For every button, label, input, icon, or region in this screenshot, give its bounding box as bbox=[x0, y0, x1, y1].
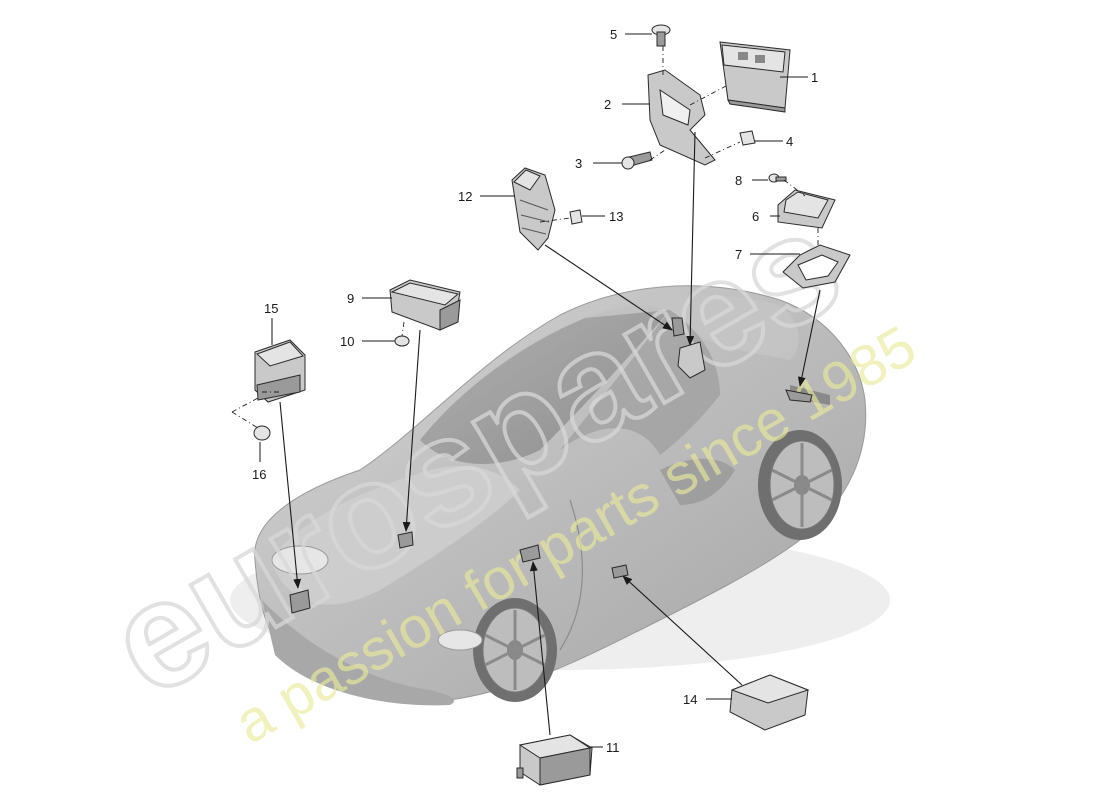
callout-15: 15 bbox=[264, 301, 278, 316]
callout-labels: 1 2 3 4 5 6 7 8 9 10 11 12 13 14 15 16 bbox=[252, 27, 818, 755]
car-front-bumper bbox=[262, 600, 454, 706]
part-8-screw bbox=[768, 173, 787, 183]
callout-8: 8 bbox=[735, 173, 742, 188]
callout-4: 4 bbox=[786, 134, 793, 149]
callout-1: 1 bbox=[811, 70, 818, 85]
part-7-frame bbox=[782, 244, 851, 289]
installed-parts bbox=[289, 317, 813, 614]
car-windshield bbox=[420, 305, 670, 464]
callout-9: 9 bbox=[347, 291, 354, 306]
front-wheel bbox=[473, 598, 557, 702]
part-16-grommet bbox=[253, 425, 271, 441]
part-15-module bbox=[254, 339, 306, 403]
car-side-intake bbox=[660, 458, 735, 505]
callout-16: 16 bbox=[252, 467, 266, 482]
callout-7: 7 bbox=[735, 247, 742, 262]
car-headlight bbox=[271, 545, 329, 575]
car-door-line bbox=[559, 499, 583, 651]
part-13-clip bbox=[569, 209, 583, 225]
callout-11: 11 bbox=[606, 740, 620, 755]
callout-10: 10 bbox=[340, 334, 354, 349]
part-12-ecu bbox=[511, 167, 556, 251]
leader-lines bbox=[231, 33, 821, 748]
car-headlight-right bbox=[437, 629, 483, 651]
callout-13: 13 bbox=[609, 209, 623, 224]
part-14-module bbox=[729, 674, 810, 731]
car-roof bbox=[585, 295, 799, 360]
car-hood bbox=[270, 466, 520, 605]
callout-12: 12 bbox=[458, 189, 472, 204]
part-5-screw bbox=[651, 24, 671, 47]
part-11-module bbox=[516, 734, 593, 786]
callout-14: 14 bbox=[683, 692, 697, 707]
part-3-bolt bbox=[621, 151, 653, 170]
callout-2: 2 bbox=[604, 97, 611, 112]
part-9-control-unit bbox=[389, 279, 461, 331]
callout-5: 5 bbox=[610, 27, 617, 42]
callout-6: 6 bbox=[752, 209, 759, 224]
car-illustration bbox=[230, 285, 890, 706]
part-1-control-unit bbox=[719, 41, 791, 113]
callout-3: 3 bbox=[575, 156, 582, 171]
rear-wheel bbox=[758, 430, 842, 540]
part-6-module bbox=[777, 189, 836, 229]
part-2-bracket bbox=[647, 69, 716, 166]
part-4-nut bbox=[739, 130, 756, 146]
car-side-window bbox=[560, 310, 720, 455]
part-10-grommet bbox=[394, 335, 410, 347]
